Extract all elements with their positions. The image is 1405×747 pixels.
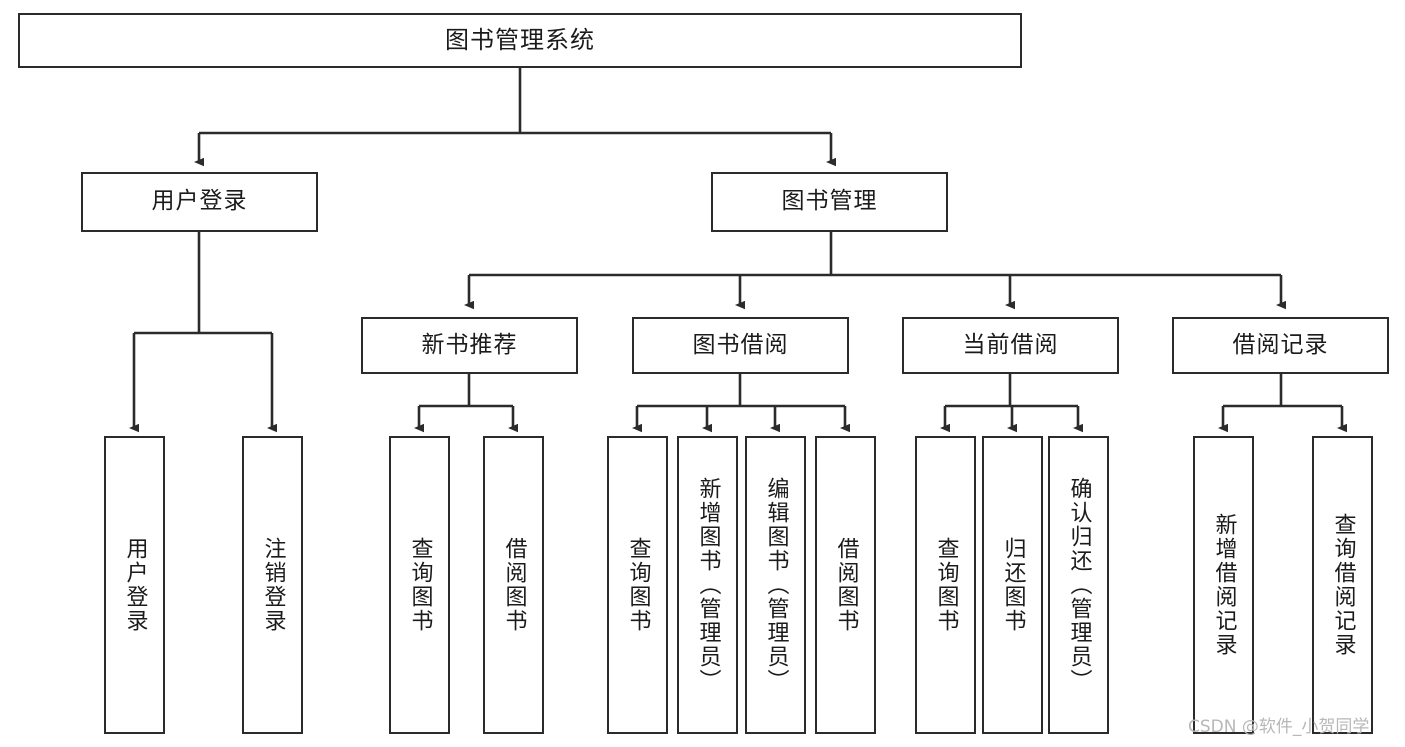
node-user-login[interactable]: 用户登录 xyxy=(81,172,318,232)
node-current-borrow[interactable]: 当前借阅 xyxy=(902,317,1119,374)
leaf-book-borrow-borrow-book[interactable]: 借阅图书 xyxy=(815,436,876,734)
node-new-book-recommend[interactable]: 新书推荐 xyxy=(361,317,578,374)
leaf-borrow-record-query-record[interactable]: 查询借阅记录 xyxy=(1312,436,1373,734)
csdn-watermark: CSDN @软件_小贺同学 xyxy=(1188,717,1370,737)
leaf-new-book-query-book[interactable]: 查询图书 xyxy=(389,436,450,734)
leaf-borrow-record-add-record[interactable]: 新增借阅记录 xyxy=(1193,436,1254,734)
leaf-current-borrow-confirm-return-admin[interactable]: 确认归还（管理员） xyxy=(1048,436,1109,734)
leaf-book-borrow-add-book-admin[interactable]: 新增图书（管理员） xyxy=(677,436,738,734)
leaf-book-borrow-edit-book-admin[interactable]: 编辑图书（管理员） xyxy=(745,436,806,734)
node-borrow-record[interactable]: 借阅记录 xyxy=(1172,317,1389,374)
leaf-current-borrow-query-book[interactable]: 查询图书 xyxy=(915,436,976,734)
node-root-book-management-system[interactable]: 图书管理系统 xyxy=(18,13,1022,68)
leaf-user-login-signout[interactable]: 注销登录 xyxy=(242,436,303,734)
leaf-user-login-signin[interactable]: 用户登录 xyxy=(104,436,165,734)
leaf-book-borrow-query-book[interactable]: 查询图书 xyxy=(607,436,668,734)
leaf-current-borrow-return-book[interactable]: 归还图书 xyxy=(982,436,1043,734)
leaf-new-book-borrow-book[interactable]: 借阅图书 xyxy=(483,436,544,734)
node-book-management[interactable]: 图书管理 xyxy=(711,172,948,232)
node-book-borrow[interactable]: 图书借阅 xyxy=(632,317,849,374)
